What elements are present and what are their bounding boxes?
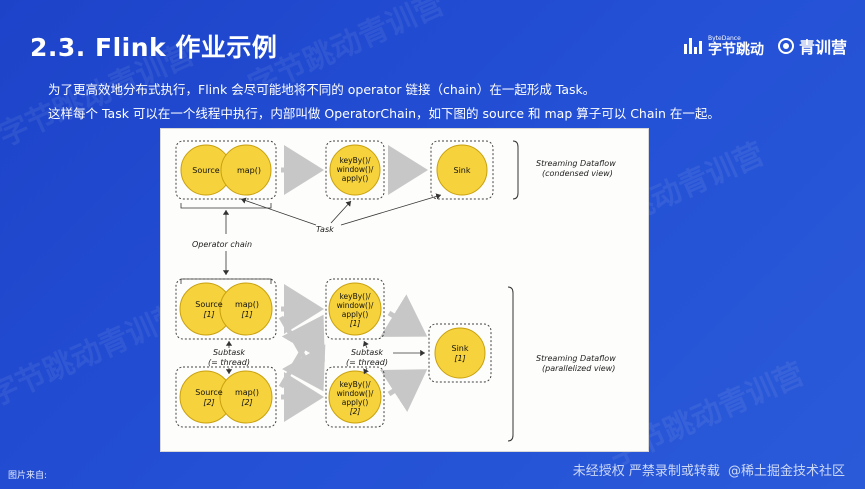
map-node xyxy=(220,144,272,196)
logo-group: ByteDance 字节跳动 青训营 xyxy=(683,34,847,58)
svg-text:Source: Source xyxy=(195,388,223,397)
subtask-thread-label: (= thread) xyxy=(346,358,388,367)
condensed-bracket xyxy=(512,140,519,200)
sink-node-1 xyxy=(434,327,486,379)
svg-text:[2]: [2] xyxy=(350,407,361,416)
svg-text:keyBy()/: keyBy()/ xyxy=(339,380,371,389)
copyright-notice: 未经授权 严禁录制或转载 xyxy=(572,464,720,479)
subtask-thread-label: (= thread) xyxy=(208,358,250,367)
keyby-node-2 xyxy=(328,370,382,424)
keyby-node xyxy=(329,144,381,196)
sink-label: Sink xyxy=(453,166,470,175)
intro-line-1: 为了更高效地分布式执行，Flink 会尽可能地将不同的 operator 链接（… xyxy=(48,82,596,97)
footer-notice: 未经授权 严禁录制或转载 @稀土掘金技术社区 xyxy=(573,460,845,479)
intro-line-2: 这样每个 Task 可以在一个线程中执行，内部叫做 OperatorChain，… xyxy=(48,106,720,121)
sink-node xyxy=(436,144,488,196)
keyby-label-2: window()/ xyxy=(337,165,374,174)
subtask-label: Subtask xyxy=(213,348,245,357)
keyby-label-1: keyBy()/ xyxy=(339,156,371,165)
flow-arrow xyxy=(380,294,428,337)
svg-text:[1]: [1] xyxy=(203,310,214,319)
svg-text:map(): map() xyxy=(235,388,259,397)
map-node-1 xyxy=(219,282,273,336)
bytedance-small-label: ByteDance xyxy=(707,34,741,42)
source-label: Source xyxy=(192,166,220,175)
svg-text:[2]: [2] xyxy=(241,398,252,407)
svg-text:window()/: window()/ xyxy=(337,301,374,310)
subtask-label: Subtask xyxy=(351,348,383,357)
svg-text:[1]: [1] xyxy=(241,310,252,319)
camp-logo: 青训营 xyxy=(777,34,847,58)
svg-text:apply(): apply() xyxy=(342,310,369,319)
svg-text:apply(): apply() xyxy=(342,398,369,407)
keyby-node-1 xyxy=(328,282,382,336)
camp-circle-icon xyxy=(777,38,794,54)
flow-arrow xyxy=(380,369,428,413)
map-node-2 xyxy=(219,370,273,424)
parallel-subtitle: (parallelized view) xyxy=(542,364,615,373)
bytedance-logo: ByteDance 字节跳动 xyxy=(683,34,764,58)
svg-text:[2]: [2] xyxy=(203,398,214,407)
condensed-subtitle: (condensed view) xyxy=(542,169,613,178)
bytedance-main-label: 字节跳动 xyxy=(707,41,764,58)
image-source-label: 图片来自: xyxy=(8,471,48,481)
intro-text: 为了更高效地分布式执行，Flink 会尽可能地将不同的 operator 链接（… xyxy=(48,78,720,126)
flow-arrow xyxy=(278,314,325,389)
dataflow-diagram: Source map() keyBy()/ window()/ apply() … xyxy=(160,128,649,452)
svg-text:keyBy()/: keyBy()/ xyxy=(339,292,371,301)
map-label: map() xyxy=(237,166,261,175)
operator-chain-label: Operator chain xyxy=(192,240,252,249)
svg-text:window()/: window()/ xyxy=(337,389,374,398)
parallel-bracket xyxy=(507,286,514,442)
slide-title: 2.3. Flink 作业示例 xyxy=(30,33,278,62)
parallel-title: Streaming Dataflow xyxy=(536,354,616,363)
svg-text:map(): map() xyxy=(235,300,259,309)
svg-text:Sink: Sink xyxy=(451,344,468,353)
community-credit: @稀土掘金技术社区 xyxy=(727,464,845,479)
condensed-title: Streaming Dataflow xyxy=(536,159,616,168)
task-box-keyby xyxy=(325,140,385,200)
bytedance-bars-icon xyxy=(683,38,702,54)
camp-label: 青训营 xyxy=(798,38,847,57)
svg-text:[1]: [1] xyxy=(350,319,361,328)
task-box-sink xyxy=(430,140,494,200)
svg-text:Source: Source xyxy=(195,300,223,309)
keyby-label-3: apply() xyxy=(342,174,369,183)
task-label: Task xyxy=(316,225,334,234)
svg-text:[1]: [1] xyxy=(454,354,465,363)
